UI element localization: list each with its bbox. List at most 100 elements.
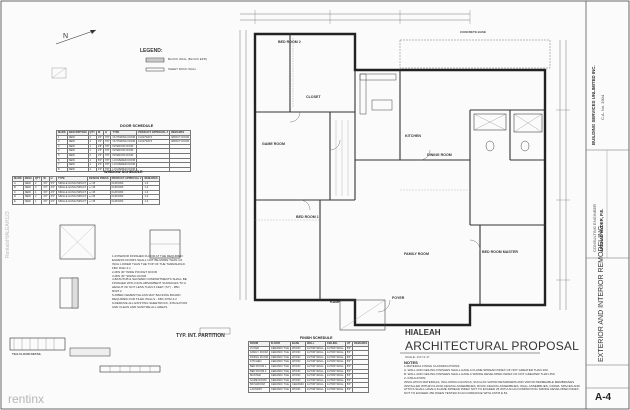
table-cell: CERAMIC TILE bbox=[268, 386, 292, 393]
sheet-number: A-4 bbox=[595, 392, 612, 403]
title-block-license: C.A. No. 3304 bbox=[600, 94, 605, 120]
table-cell: +/-45 bbox=[87, 199, 111, 205]
table-cell: FAMILY ROOM bbox=[248, 350, 270, 356]
note-line: 1-MATERIAL FINISH CLASSIFICATIONS: bbox=[404, 364, 461, 368]
table-cell: 1 bbox=[87, 166, 97, 173]
sheet-scale: SCALE: 1/4"=1'-0" bbox=[405, 355, 430, 359]
table-cell: WOOD bbox=[290, 386, 306, 393]
partition-note-line: 1-INTERIOR FINISHED FLOOR AT THE REQUIRE… bbox=[112, 254, 186, 270]
table-cell: 1-3 bbox=[142, 199, 160, 205]
room-label-family-room: FAMILY ROOM bbox=[404, 252, 429, 256]
window_schedule-header-cell: DESC bbox=[22, 176, 35, 182]
table-cell: NEW bbox=[66, 166, 89, 173]
table-cell: 1/2"DRYWALL bbox=[304, 373, 326, 379]
table-cell: 1/2"DRYWALL bbox=[304, 364, 326, 370]
table-cell: LOUVERED DOOR bbox=[110, 162, 138, 168]
north-arrow-label: N bbox=[63, 33, 69, 40]
table-cell: INTERIOR DOOR bbox=[110, 148, 138, 154]
partition-note-line: 2-MIN 30" WIDE POCKET DOOR bbox=[112, 269, 158, 274]
table-cell: 6'8" bbox=[103, 166, 112, 173]
table-cell: 1/2"DRYWALL bbox=[324, 359, 346, 365]
table-cell: 1/2"DRYWALL bbox=[304, 350, 326, 356]
table-cell: NEW bbox=[22, 199, 35, 205]
finish-schedule-title: FINISH SCHEDULE bbox=[300, 336, 333, 340]
room-label-foyer: FOYER bbox=[392, 296, 405, 300]
table-cell: 1/2"DRYWALL bbox=[304, 368, 326, 375]
table-cell: 1/2"DRYWALL bbox=[324, 373, 346, 379]
table-cell: CERAMIC TILE bbox=[268, 373, 292, 379]
room-label-dining-room: DINING ROOM bbox=[427, 153, 452, 157]
title-block-engineer: CONSULTING ENGINEER bbox=[592, 204, 597, 252]
table-cell: LAUNDRY bbox=[248, 386, 270, 393]
watermark-brand: rentinx bbox=[8, 392, 45, 406]
table-cell: 1/2"DRYWALL bbox=[324, 350, 346, 356]
table-cell: SINGLE HUNG IMPACT bbox=[55, 194, 89, 200]
title-block-company: BUILDING SERVICES UNLIMITED INC. bbox=[591, 65, 596, 145]
table-cell: E bbox=[12, 199, 24, 205]
partition-notes: 1-INTERIOR FINISHED FLOOR AT THE REQUIRE… bbox=[112, 254, 188, 310]
table-cell: IMPACT DOOR bbox=[169, 134, 192, 141]
window_schedule-header-cell: REMARKS bbox=[142, 176, 160, 182]
table-cell: OUTSWING DOOR bbox=[110, 134, 138, 141]
table-cell: SINGLE HUNG IMPACT bbox=[55, 180, 89, 187]
table-cell: CERAMIC TILE bbox=[268, 368, 292, 375]
partition-note-line: 4-BATHTUB & SHOWER COMPARTMENTS SHALL BE… bbox=[112, 277, 187, 294]
door-schedule-title: DOOR SCHEDULE bbox=[120, 124, 154, 128]
sheet-owner: HIALEAH bbox=[405, 328, 441, 337]
table-cell: 1/2"DRYWALL bbox=[324, 368, 346, 375]
note-line: INSULATION MATERIALS, INCLUDING FACINGS,… bbox=[404, 379, 580, 396]
partition-note-line: 5-FIBER CEMENT/GLASS MAT BACKING BOARD R… bbox=[112, 293, 181, 301]
table-cell: CERAMIC TILE bbox=[268, 345, 292, 352]
table-cell: 1/2"DRYWALL bbox=[304, 386, 326, 393]
notes-heading: NOTES bbox=[404, 360, 418, 365]
table-cell: CERAMIC TILE bbox=[268, 359, 292, 365]
partition-note-line: 3-MIN 30" SWING DOOR bbox=[112, 273, 147, 278]
door_schedule-header-cell: MARK bbox=[56, 130, 68, 136]
legend-item-block-wall: BLOCK WALL (BLOCK EPR) bbox=[168, 57, 207, 61]
title-block-drawing-title: EXTERIOR AND INTERIOR REMODELING bbox=[598, 225, 605, 362]
partition-note-line: 6-REMOVE ALL EXISTING SHEETROCK, INSULAT… bbox=[112, 300, 188, 309]
table-cell bbox=[352, 386, 370, 393]
watermark-side-text: RentalsHIALEAH123 bbox=[5, 211, 11, 258]
table-cell: OUTSWING DOOR bbox=[110, 139, 138, 145]
concrete-base-label: CONCRETE BASE bbox=[460, 30, 487, 34]
room-label-bed-master: BED ROOM MASTER bbox=[482, 250, 518, 254]
table-cell: 1/2"DRYWALL bbox=[304, 345, 326, 352]
legend-title: LEGEND: bbox=[140, 48, 163, 54]
note-line: 2- INSULATION: bbox=[404, 375, 427, 380]
table-cell: 1/2"DRYWALL bbox=[304, 359, 326, 365]
table-cell: 3'0" bbox=[41, 199, 50, 205]
table-cell bbox=[169, 166, 192, 173]
table-cell: BED ROOM 2 bbox=[248, 368, 270, 375]
table-cell: CERAMIC bbox=[290, 382, 306, 388]
typical-partition-title: TYP. INT. PARTITION bbox=[176, 333, 225, 339]
window_schedule-header-cell: DESIGN PRESS bbox=[87, 176, 111, 182]
note-line: B. WALL AND CEILING FINISHES SHALL HAVE … bbox=[404, 371, 556, 376]
table-cell: SINGLE HUNG IMPACT bbox=[55, 185, 89, 191]
table-cell: FL#15303 bbox=[109, 199, 144, 205]
window_schedule-header-cell: PRODUCT APPROVAL # bbox=[109, 176, 144, 182]
window_schedule-header-cell: MARK bbox=[12, 176, 24, 182]
room-label-closet: CLOSET bbox=[306, 95, 321, 99]
room-label-bed1: BED ROOM 1 bbox=[296, 215, 319, 219]
note-line: A. WALL AND CEILING FINISHES SHALL HAVE … bbox=[404, 367, 549, 372]
room-label-game-room: GAME ROOM bbox=[262, 142, 285, 146]
window-schedule-title: WINDOW SCHEDULE bbox=[104, 170, 143, 174]
table-cell: SINGLE HUNG IMPACT bbox=[55, 199, 89, 205]
table-cell: CERAMIC TILE bbox=[268, 382, 292, 388]
table-cell: 1/2"DRYWALL bbox=[324, 345, 346, 352]
table-cell: INTERIOR DOOR bbox=[110, 153, 138, 159]
table-cell: 8'0" bbox=[344, 386, 354, 393]
room-label-bed2: BED ROOM 2 bbox=[278, 40, 301, 44]
